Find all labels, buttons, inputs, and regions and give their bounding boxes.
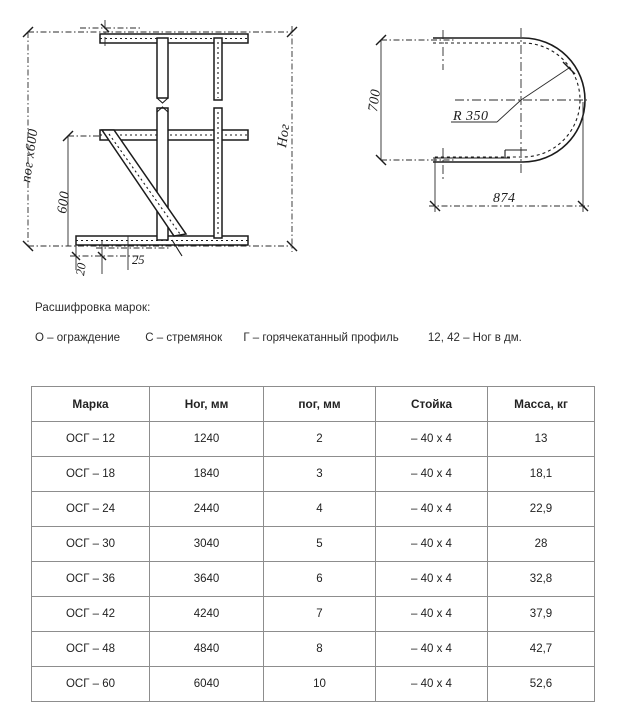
cell-nog: 1240 [149, 421, 264, 457]
cell-pog: 10 [263, 666, 376, 702]
label-700: 700 [366, 88, 384, 112]
specification-table: Марка Ног, мм пог, мм Стойка Масса, кг О… [31, 386, 595, 702]
cell-pog: 2 [263, 421, 376, 457]
cell-massa: 28 [487, 526, 595, 562]
cell-massa: 18,1 [487, 456, 595, 492]
label-nog: Ног [275, 123, 293, 150]
right-post-upper [213, 37, 223, 101]
cell-massa: 42,7 [487, 631, 595, 667]
cell-marka: ОСГ – 60 [31, 666, 150, 702]
cell-stoyka: – 40 х 4 [375, 456, 488, 492]
cell-marka: ОСГ – 30 [31, 526, 150, 562]
cell-nog: 3040 [149, 526, 264, 562]
cell-massa: 22,9 [487, 491, 595, 527]
cell-marka: ОСГ – 24 [31, 491, 150, 527]
overall-dimension-lines [22, 26, 298, 252]
center-post-upper [156, 37, 169, 104]
cell-massa: 13 [487, 421, 595, 457]
table-header: Марка Ног, мм пог, мм Стойка Масса, кг [31, 386, 595, 422]
middle-rail [99, 129, 249, 141]
elevation-svg: пог x600 600 Ног 20 25 [19, 20, 298, 276]
drawing-ladder-guard-elevation: пог x600 600 Ног 20 25 [10, 8, 320, 290]
cell-massa: 37,9 [487, 596, 595, 632]
legend-section: Расшифровка марок: О – ограждение С – ст… [0, 292, 625, 344]
cell-stoyka: – 40 х 4 [375, 666, 488, 702]
technical-drawings-area: пог x600 600 Ног 20 25 [0, 0, 625, 290]
cell-pog: 5 [263, 526, 376, 562]
cell-pog: 8 [263, 631, 376, 667]
column-header-marka: Марка [31, 386, 150, 422]
center-post-lower [156, 106, 169, 241]
label-radius: R 350 [452, 109, 489, 124]
label-height-total: пог x600 [19, 128, 41, 184]
cell-nog: 3640 [149, 561, 264, 597]
bottom-detail-dimensions [70, 236, 170, 274]
label-874: 874 [493, 191, 516, 206]
cell-pog: 7 [263, 596, 376, 632]
diagonal-brace [100, 129, 188, 257]
cell-stoyka: – 40 х 4 [375, 526, 488, 562]
label-25: 25 [132, 253, 145, 267]
cell-stoyka: – 40 х 4 [375, 561, 488, 597]
inner-members [433, 149, 527, 159]
legend-item-sizes: 12, 42 – Ног в дм. [427, 332, 522, 344]
radius-leader [451, 61, 576, 123]
center-lines [442, 28, 587, 180]
dimension-874 [429, 102, 591, 212]
column-header-massa: Масса, кг [487, 386, 595, 422]
cell-nog: 4240 [149, 596, 264, 632]
cell-marka: ОСГ – 12 [31, 421, 150, 457]
drawing-ladder-guard-plan: 700 R 350 874 [355, 8, 620, 233]
cell-pog: 4 [263, 491, 376, 527]
legend-items-row: О – ограждение С – стремянок Г – горячек… [35, 332, 625, 344]
cell-massa: 32,8 [487, 561, 595, 597]
label-600: 600 [55, 190, 73, 214]
legend-item-s: С – стремянок [145, 332, 223, 344]
cell-nog: 1840 [149, 456, 264, 492]
column-header-pog: пог, мм [263, 386, 376, 422]
cell-marka: ОСГ – 42 [31, 596, 150, 632]
cell-pog: 6 [263, 561, 376, 597]
cell-nog: 2440 [149, 491, 264, 527]
cell-pog: 3 [263, 456, 376, 492]
cell-nog: 4840 [149, 631, 264, 667]
dimension-700 [375, 34, 455, 166]
cell-marka: ОСГ – 18 [31, 456, 150, 492]
column-header-stoyka: Стойка [375, 386, 488, 422]
u-shaped-guard-outline [433, 37, 586, 163]
specification-table-wrapper: Марка Ног, мм пог, мм Стойка Масса, кг О… [31, 386, 595, 702]
column-header-nog: Ног, мм [149, 386, 264, 422]
cell-stoyka: – 40 х 4 [375, 491, 488, 527]
cell-marka: ОСГ – 36 [31, 561, 150, 597]
top-detail-marks [80, 20, 140, 48]
legend-item-o: О – ограждение [35, 332, 121, 344]
cell-massa: 52,6 [487, 666, 595, 702]
right-post-lower [213, 107, 223, 239]
label-20: 20 [73, 261, 89, 276]
cell-stoyka: – 40 х 4 [375, 631, 488, 667]
legend-title: Расшифровка марок: [35, 302, 151, 314]
table-header-row: Марка Ног, мм пог, мм Стойка Масса, кг [31, 386, 595, 422]
cell-stoyka: – 40 х 4 [375, 421, 488, 457]
plan-svg: 700 R 350 874 [366, 28, 591, 212]
cell-marka: ОСГ – 48 [31, 631, 150, 667]
cell-stoyka: – 40 х 4 [375, 596, 488, 632]
cell-nog: 6040 [149, 666, 264, 702]
legend-item-g: Г – горячекатанный профиль [243, 332, 399, 344]
top-rail [99, 33, 249, 44]
